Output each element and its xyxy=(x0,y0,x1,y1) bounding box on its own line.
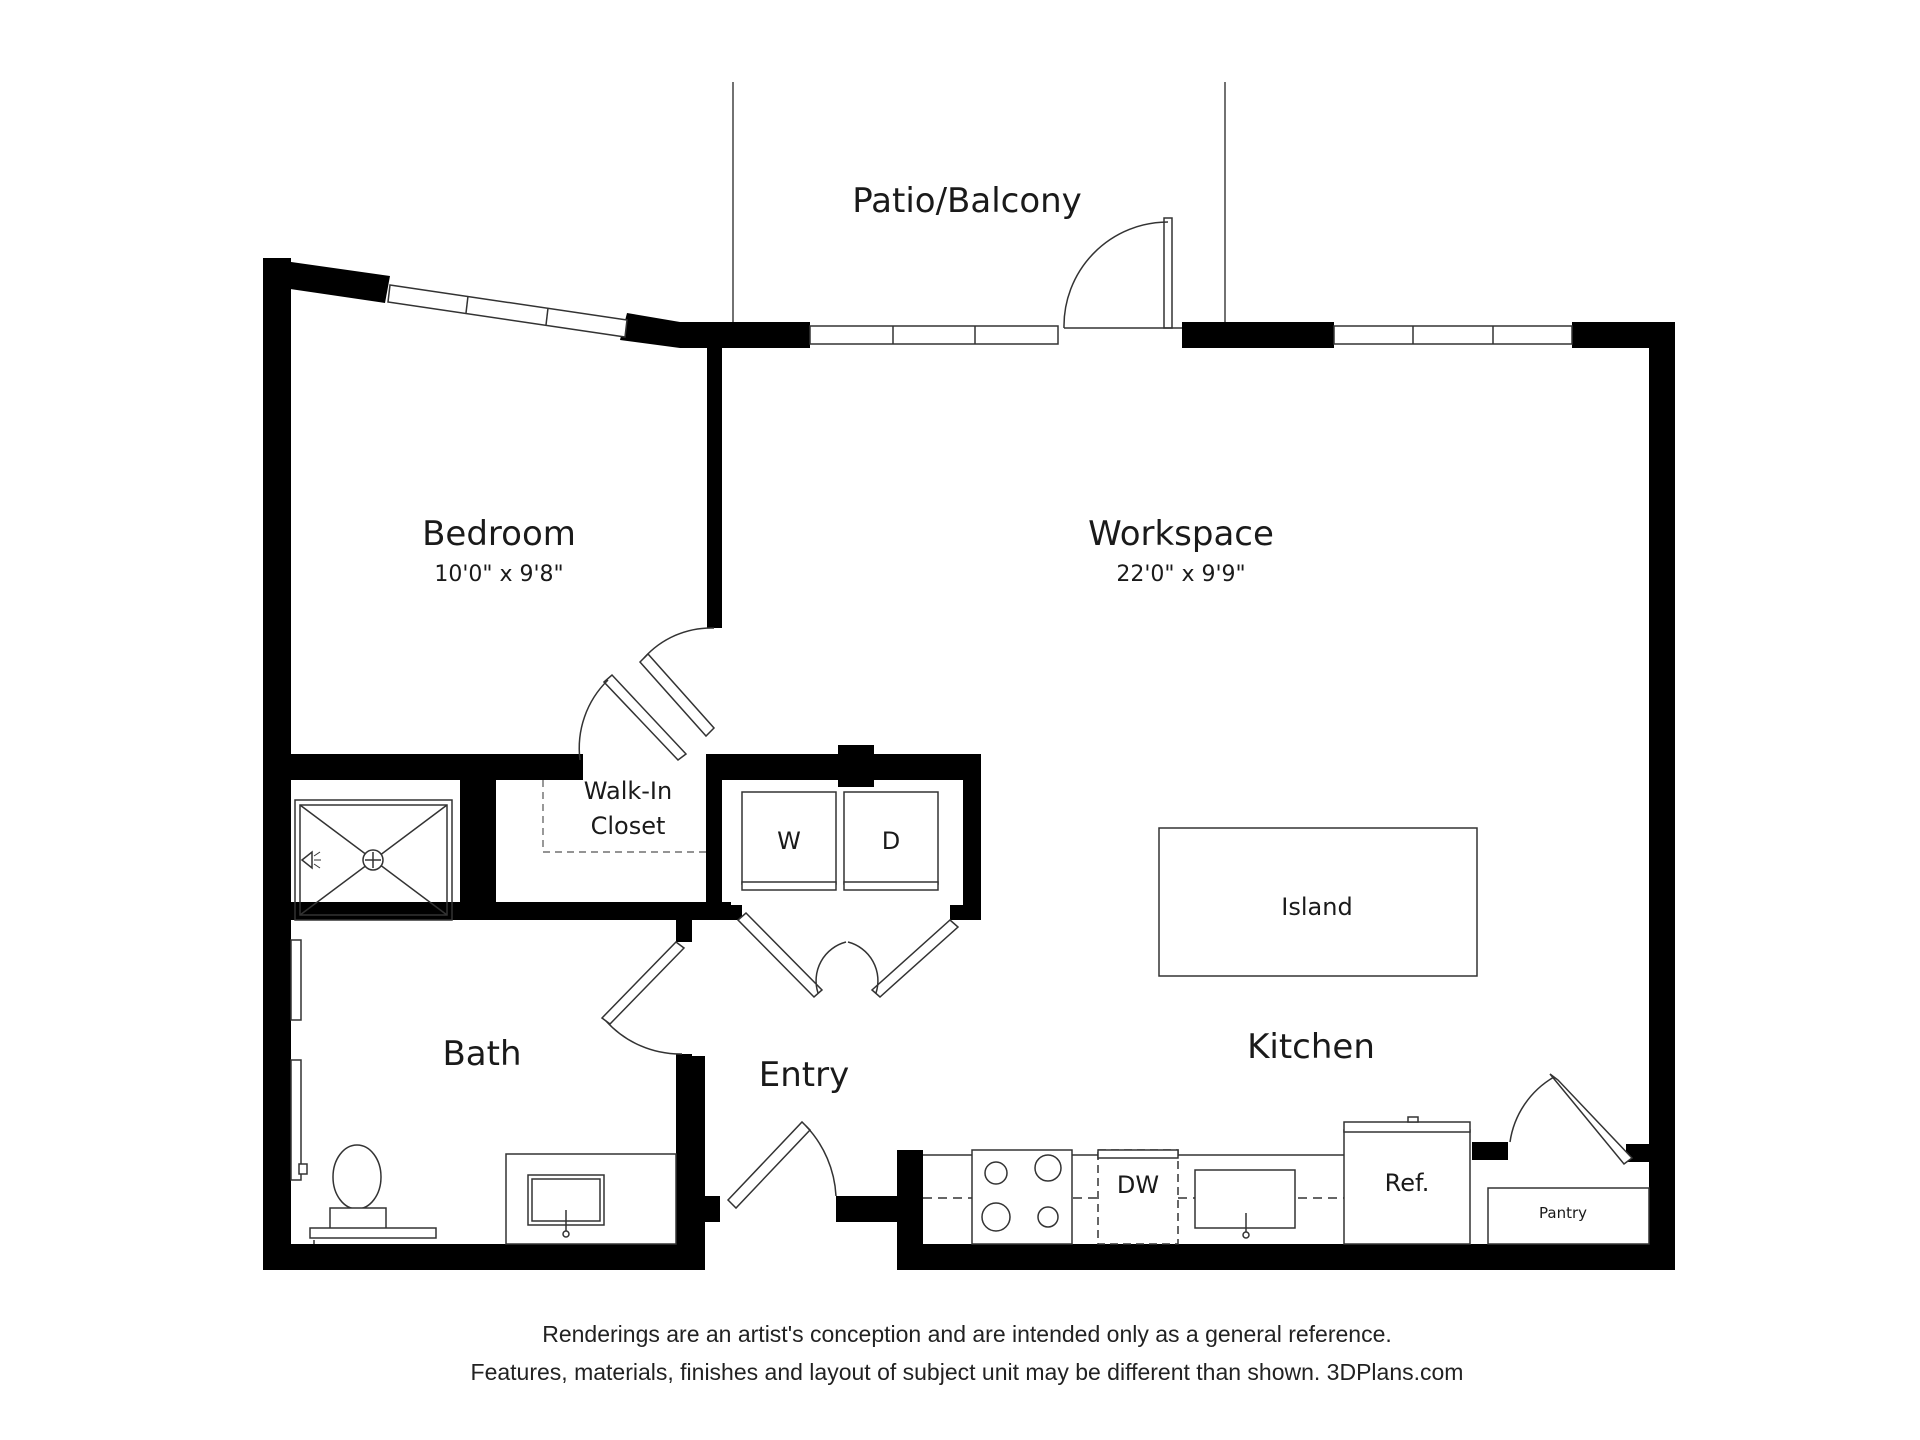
kitchen-counter xyxy=(923,1116,1650,1245)
kitchen-label: Kitchen xyxy=(1247,1027,1375,1067)
laundry xyxy=(741,791,939,891)
bedroom-dimensions: 10'0" x 9'8" xyxy=(434,562,564,587)
entry-label: Entry xyxy=(758,1055,850,1095)
dishwasher-label: DW xyxy=(1116,1171,1160,1199)
washer-label: W xyxy=(777,827,801,855)
patio-outline xyxy=(732,82,1226,322)
disclaimer-line-1: Renderings are an artist's conception an… xyxy=(542,1321,1392,1347)
island-label: Island xyxy=(1281,893,1353,921)
windows xyxy=(387,284,1573,345)
workspace-label: Workspace xyxy=(1088,514,1274,554)
workspace-dimensions: 22'0" x 9'9" xyxy=(1116,562,1246,587)
pantry-label: Pantry xyxy=(1539,1204,1587,1222)
balcony-door xyxy=(1063,217,1182,329)
shower xyxy=(294,799,453,921)
patio-label: Patio/Balcony xyxy=(852,181,1082,221)
closet-label-line2: Closet xyxy=(590,812,666,840)
walls xyxy=(263,258,1675,1270)
bath-fixtures xyxy=(290,939,677,1245)
closet-label-line1: Walk-In xyxy=(583,777,673,805)
kitchen-island xyxy=(1158,827,1478,977)
disclaimer-line-2: Features, materials, finishes and layout… xyxy=(470,1359,1464,1385)
dryer-label: D xyxy=(881,827,901,855)
bath-label: Bath xyxy=(442,1034,522,1074)
doors xyxy=(578,627,1634,1210)
bedroom-label: Bedroom xyxy=(422,514,576,554)
refrigerator-label: Ref. xyxy=(1384,1169,1430,1197)
shower-icon xyxy=(313,851,321,869)
closet-rod xyxy=(542,780,706,853)
